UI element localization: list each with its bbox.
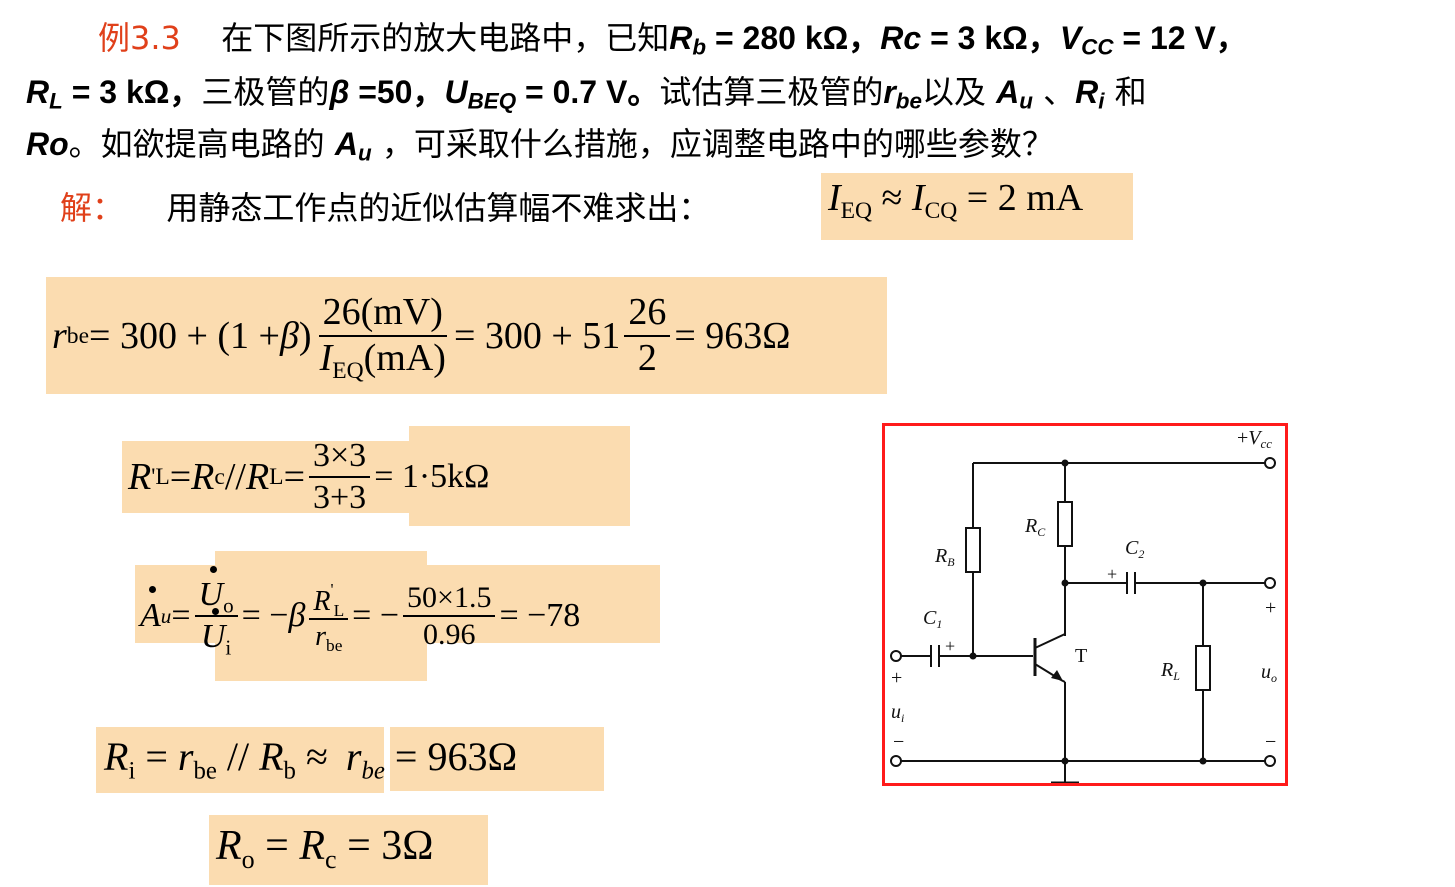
ui-label: ui — [891, 701, 904, 725]
input-plus-sign: + — [891, 667, 902, 689]
rl-box-2 — [409, 426, 630, 526]
ubeq-symbol: UBEQ — [444, 74, 517, 114]
output-plus-sign: + — [1265, 597, 1276, 619]
input-minus-terminal — [890, 755, 902, 767]
ri-symbol: Ri — [1075, 74, 1105, 114]
rbe-symbol: rbe — [883, 74, 922, 114]
solution-text: 用静态工作点的近似估算幅不难求出： — [166, 189, 711, 227]
example-label: 例3.3 — [98, 19, 181, 57]
transistor-collector — [1034, 633, 1066, 649]
output-minus-terminal — [1264, 755, 1276, 767]
beta-symbol: β — [329, 74, 350, 110]
vcc-label: +Vcc — [1237, 427, 1272, 451]
au-phasor: A — [140, 586, 161, 634]
ri-box-2 — [390, 727, 604, 791]
rc-label: RC — [1024, 515, 1046, 539]
solution-line: 解： 用静态工作点的近似估算幅不难求出： — [60, 188, 710, 228]
amplifier-circuit-diagram: +Vcc RC RB C2 + C1 + T RL + ui − + uo − — [882, 423, 1288, 786]
au-symbol: Au — [996, 74, 1033, 114]
c1-polarity: + — [945, 636, 955, 656]
emitter-arrow-icon — [1051, 670, 1063, 681]
solution-label: 解： — [60, 189, 125, 227]
ro-symbol: Ro — [26, 126, 69, 162]
au-box-2 — [215, 551, 427, 681]
problem-text: 在下图所示的放大电路中，已知 — [221, 19, 670, 57]
rc-resistor — [1057, 501, 1073, 547]
rl-label: RL — [1160, 659, 1180, 683]
ieq-equation: IEQ ≈ ICQ = 2 mA — [828, 177, 1084, 225]
vcc-terminal — [1264, 457, 1276, 469]
problem-line-1: 例3.3 在下图所示的放大电路中，已知Rb = 280 kΩ，Rc = 3 kΩ… — [98, 19, 1248, 60]
rl-symbol: RL — [26, 74, 63, 114]
input-minus-sign: − — [893, 731, 904, 753]
ri-box — [96, 727, 384, 793]
ri-equation: Ri = rbe // Rb ≈ rbe = 963Ω — [104, 734, 518, 785]
circuit-svg: +Vcc RC RB C2 + C1 + T RL + ui − + uo − — [890, 427, 1277, 785]
rb-symbol: Rb — [669, 20, 707, 60]
ro-equation: Ro = Rc = 3Ω — [216, 823, 434, 875]
output-minus-sign: − — [1265, 731, 1276, 753]
rbe-fraction: 26(mV)IEQ(mA) — [318, 291, 447, 385]
c2-polarity: + — [1107, 564, 1117, 584]
ro-box — [209, 815, 488, 885]
uo-label: uo — [1261, 661, 1277, 685]
au-symbol-2: Au — [334, 126, 372, 166]
problem-line-2: RL = 3 kΩ，三极管的β =50，UBEQ = 0.7 V。试估算三极管的… — [26, 73, 1147, 114]
rl-resistor — [1195, 645, 1211, 691]
output-plus-terminal — [1264, 577, 1276, 589]
transistor-label: T — [1075, 645, 1087, 667]
problem-line-3: Ro。如欲提高电路的 Au ，可采取什么措施，应调整电路中的哪些参数？ — [26, 125, 1054, 166]
rc-symbol: Rc — [880, 20, 922, 56]
rbe-box — [46, 277, 887, 394]
input-plus-terminal — [890, 650, 902, 662]
rb-label: RB — [934, 545, 955, 569]
rb-resistor — [965, 527, 981, 573]
c2-label: C2 — [1125, 537, 1144, 561]
ieq-box — [821, 173, 1133, 240]
vcc-symbol: VCC — [1059, 20, 1114, 60]
c1-label: C1 — [923, 607, 942, 631]
